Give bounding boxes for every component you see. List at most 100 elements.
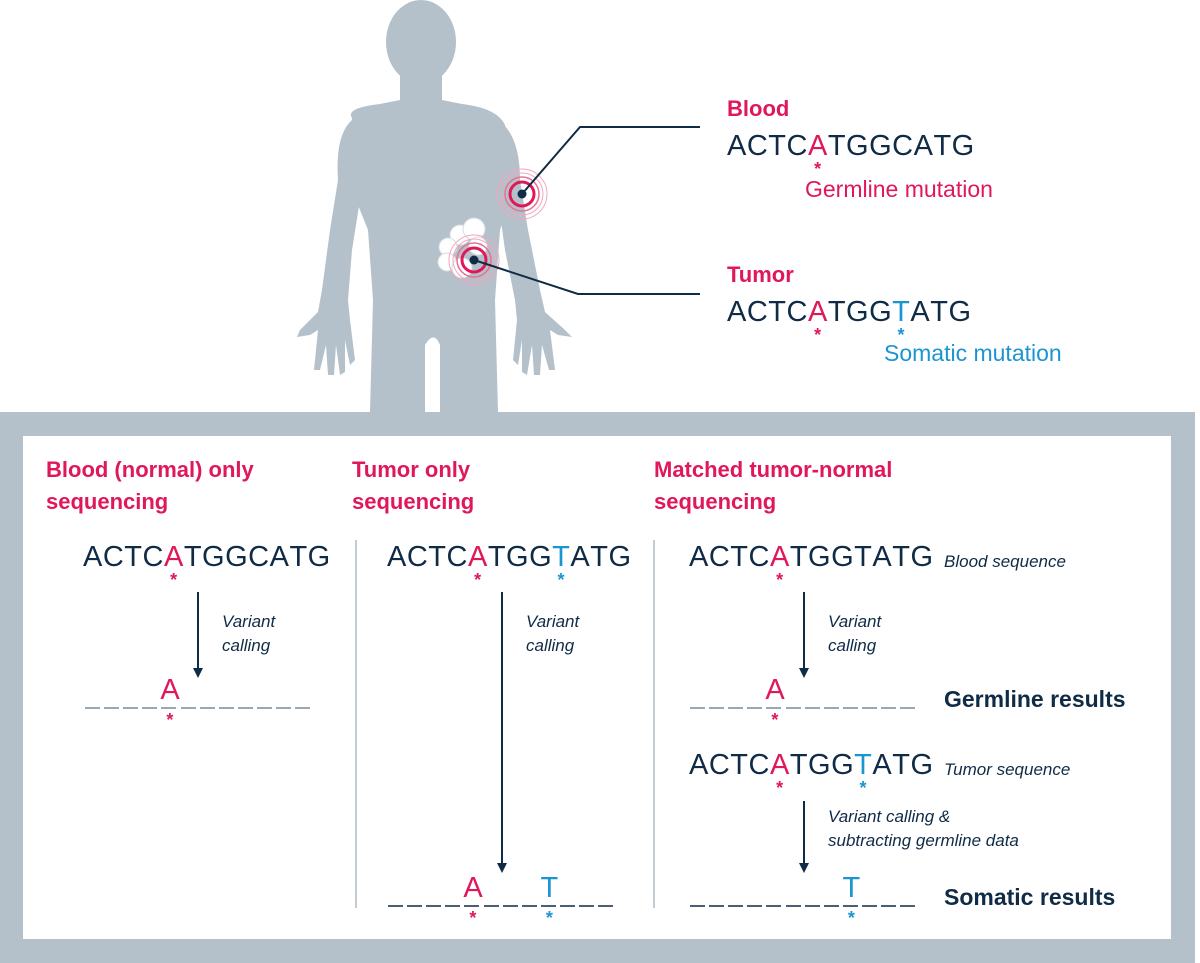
base: G [869,296,893,328]
base: A [689,541,709,573]
base: A [913,130,934,162]
base: T [933,130,952,162]
germline-variant: A [765,674,785,706]
asterisk-marker-icon: * [545,908,553,928]
blood-leader-line [521,126,700,195]
placeholder-dash [766,707,782,709]
placeholder-dash [464,905,480,907]
arrow-head-icon [799,863,809,873]
base: A* [467,541,488,590]
arrow-head-icon [497,863,507,873]
target-rings-icon [496,168,548,220]
base: A [727,130,747,162]
base: T [892,541,911,573]
placeholder-dash [804,707,820,709]
base: C [102,541,125,573]
base: T [854,541,873,573]
base: T [827,296,847,328]
matched-blood-sequence: ACTCA*TGGTATG [689,541,934,589]
base: C [746,296,769,328]
placeholder-dash [142,707,158,709]
base: G [831,749,855,781]
placeholder-dash [881,905,897,907]
base: T [487,541,507,573]
base: C [708,541,731,573]
base: T [183,541,203,573]
placeholder-dash [785,905,801,907]
placeholder-dash [598,905,614,907]
base: G [225,541,249,573]
base: C [746,130,769,162]
asterisk-marker-icon: * [557,570,566,590]
human-silhouette-icon [297,0,572,412]
asterisk-marker-icon: * [814,325,822,345]
asterisk-marker-icon: * [166,710,174,730]
placeholder-dash [728,707,744,709]
asterisk-marker-icon: * [776,778,784,798]
placeholder-dash [881,707,897,709]
placeholder-dash [256,707,272,709]
blood-label: Blood [727,96,790,121]
base: G [202,541,226,573]
placeholder-dash [579,905,595,907]
blood-sequence: ACTCA*TGGCATG [727,130,975,178]
base: T [428,541,447,573]
asterisk-marker-icon: * [469,908,477,928]
somatic-variant: T [842,872,861,904]
germline-variant: A [463,872,483,904]
base: G [910,749,934,781]
tumor-label: Tumor [727,262,794,287]
placeholder-dash [785,707,801,709]
base: G [910,541,934,573]
arrow-down-icon [197,592,199,670]
placeholder-dash [823,707,839,709]
base: C [708,749,731,781]
germline-result: A* [689,674,918,730]
germline-results-label: Germline results [944,686,1126,712]
base: C [142,541,164,573]
asterisk-marker-icon: * [897,325,906,345]
placeholder-dash [559,905,575,907]
base: A [910,296,931,328]
placeholder-dash [388,905,404,907]
base: C [892,130,914,162]
column-divider [653,540,655,908]
arrow-down-icon [803,592,805,670]
somatic-result: T* [689,872,918,928]
base: G [846,130,870,162]
base: A* [769,749,790,798]
tumor-only-sequence: ACTCA*TGGT*ATG [387,541,632,590]
column-title-matched: Matched tumor-normal sequencing [654,457,893,514]
base: G [948,296,972,328]
body-illustration [297,0,700,412]
placeholder-dash [690,707,706,709]
placeholder-dash [104,707,120,709]
somatic-mutation-label: Somatic mutation [884,340,1062,366]
germline-mutation-label: Germline mutation [805,176,993,202]
arrow-down-icon [803,801,805,865]
placeholder-dash [861,905,877,907]
base: G [808,749,832,781]
base: T [789,749,809,781]
base: G [608,541,632,573]
base: C [786,296,808,328]
base: T [730,749,749,781]
placeholder-dash [842,707,858,709]
blood-only-sequence: ACTCA*TGGCATG [83,541,331,589]
base: G [529,541,553,573]
base: G [869,130,893,162]
placeholder-dash [728,905,744,907]
base: C [786,130,808,162]
tumor-leader-line [473,259,700,295]
base: A [387,541,407,573]
tumor-sequence: ACTCA*TGGT*ATG [727,296,972,344]
blood-sequence-label: Blood sequence [944,552,1066,571]
base: T* [854,749,873,798]
base: T [289,541,308,573]
base: G [808,541,832,573]
placeholder-dash [521,905,537,907]
tumor-sequence-label: Tumor sequence [944,760,1071,779]
base: A [727,296,747,328]
placeholder-dash [804,905,820,907]
base: G [951,130,975,162]
